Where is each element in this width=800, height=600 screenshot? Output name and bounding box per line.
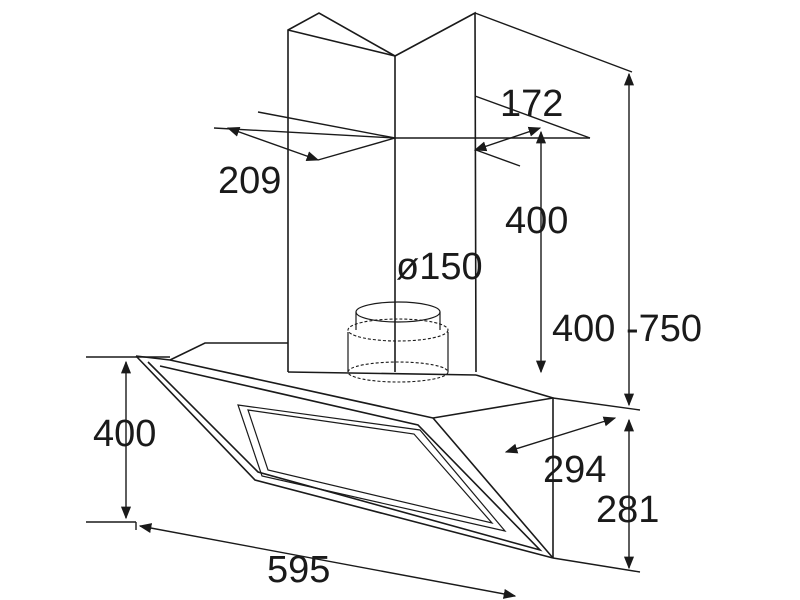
label-chimney-depth: 209 — [218, 160, 281, 202]
dim-hood-depth — [504, 416, 617, 454]
dim-chimney-depth — [213, 111, 396, 161]
label-hood-width: 595 — [267, 549, 330, 591]
label-duct-diameter: ø150 — [396, 246, 483, 288]
label-chimney-width: 172 — [500, 83, 563, 125]
label-hood-side-height: 281 — [596, 489, 659, 531]
label-chimney-height: 400 — [505, 200, 568, 242]
label-hood-height: 400 — [93, 413, 156, 455]
label-hood-depth: 294 — [543, 449, 606, 491]
dim-hood-height — [86, 356, 170, 523]
dim-hood-width — [135, 522, 517, 599]
duct-connector — [347, 301, 449, 383]
label-total-height: 400 -750 — [552, 308, 702, 350]
dim-total-height — [474, 12, 641, 411]
hood-body — [135, 342, 554, 559]
dim-hood-side-height — [552, 418, 641, 573]
chimney-cover — [287, 11, 477, 373]
dim-chimney-width — [395, 95, 591, 167]
